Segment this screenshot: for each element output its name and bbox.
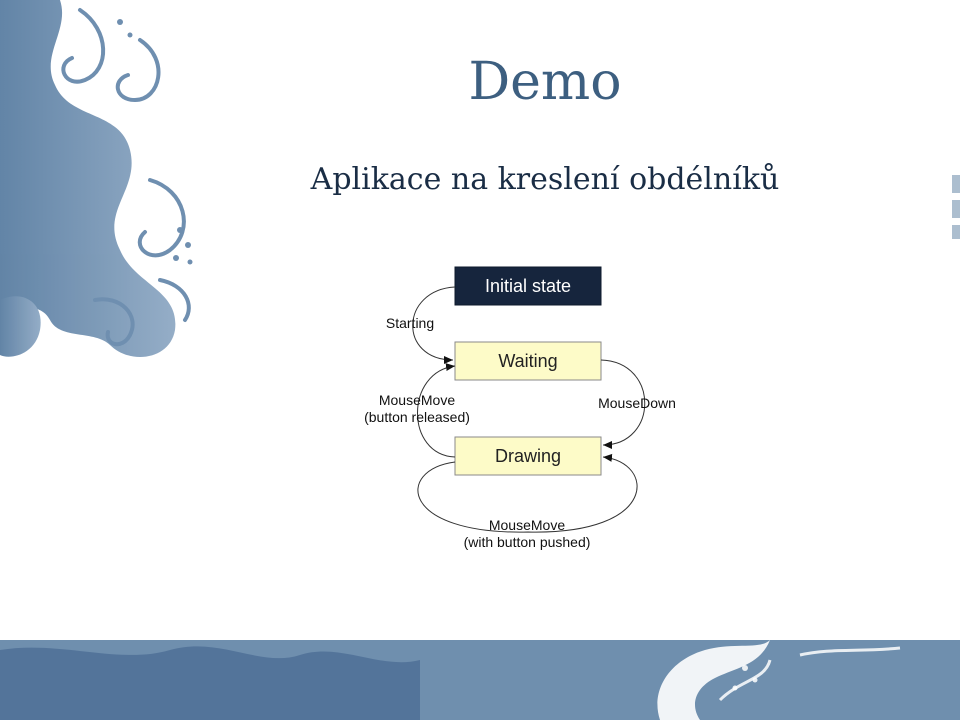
state-waiting-label: Waiting	[498, 351, 557, 371]
right-edge-marks	[952, 175, 960, 239]
label-mousemove-pushed-line1: MouseMove	[489, 517, 565, 533]
left-floral-ornament	[0, 0, 176, 357]
slide-subtitle: Aplikace na kreslení obdélníků	[310, 162, 780, 197]
state-drawing-label: Drawing	[495, 446, 561, 466]
transition-mousemove-released-arrow	[417, 363, 456, 458]
footer-right-swirl	[718, 646, 901, 702]
label-starting: Starting	[386, 315, 434, 331]
transition-starting-arrow	[412, 286, 456, 364]
state-waiting: Waiting	[454, 341, 602, 381]
transition-mousemove-pushed-arrow	[417, 453, 638, 533]
label-mousemove-pushed-line2: (with button pushed)	[464, 534, 591, 550]
left-swirl-lines	[61, 8, 191, 347]
footer-right-ornament	[657, 640, 770, 720]
state-initial: Initial state	[454, 266, 602, 306]
label-mousemove-released-line1: MouseMove	[379, 392, 455, 408]
slide-title: Demo	[468, 52, 622, 112]
left-dots	[117, 19, 193, 265]
label-mousemove-released-line2: (button released)	[364, 409, 470, 425]
transition-mousedown-arrow	[600, 359, 646, 449]
state-drawing: Drawing	[454, 436, 602, 476]
state-initial-label: Initial state	[485, 276, 571, 296]
footer-ornament	[0, 646, 420, 720]
label-mousedown: MouseDown	[598, 395, 676, 411]
